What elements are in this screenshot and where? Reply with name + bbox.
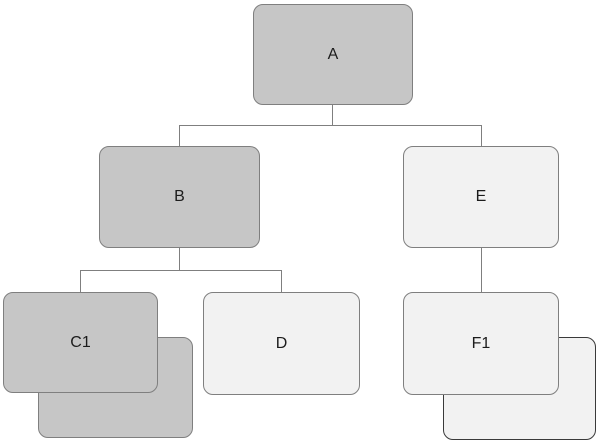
edge-e-to-f1 bbox=[481, 248, 482, 292]
node-c1-label: C1 bbox=[70, 333, 91, 351]
node-d-label: D bbox=[275, 334, 288, 352]
node-b: B bbox=[99, 146, 260, 248]
edge-drop-to-e bbox=[481, 125, 482, 146]
node-e: E bbox=[403, 146, 559, 248]
edge-row1-horizontal bbox=[179, 125, 482, 126]
edge-drop-to-b bbox=[179, 125, 180, 146]
edge-a-stem bbox=[332, 105, 333, 125]
node-f1: F1 bbox=[403, 292, 559, 395]
node-a: A bbox=[253, 4, 413, 105]
node-c1: C1 bbox=[3, 292, 158, 393]
node-d: D bbox=[203, 292, 360, 395]
edge-drop-to-d bbox=[281, 270, 282, 292]
node-b-label: B bbox=[174, 188, 185, 205]
node-a-label: A bbox=[327, 45, 339, 63]
edge-b-stem bbox=[179, 248, 180, 270]
node-e-label: E bbox=[475, 188, 487, 205]
node-f1-label: F1 bbox=[471, 334, 491, 352]
edge-drop-to-c1 bbox=[80, 270, 81, 292]
edge-row2-horizontal bbox=[80, 270, 282, 271]
